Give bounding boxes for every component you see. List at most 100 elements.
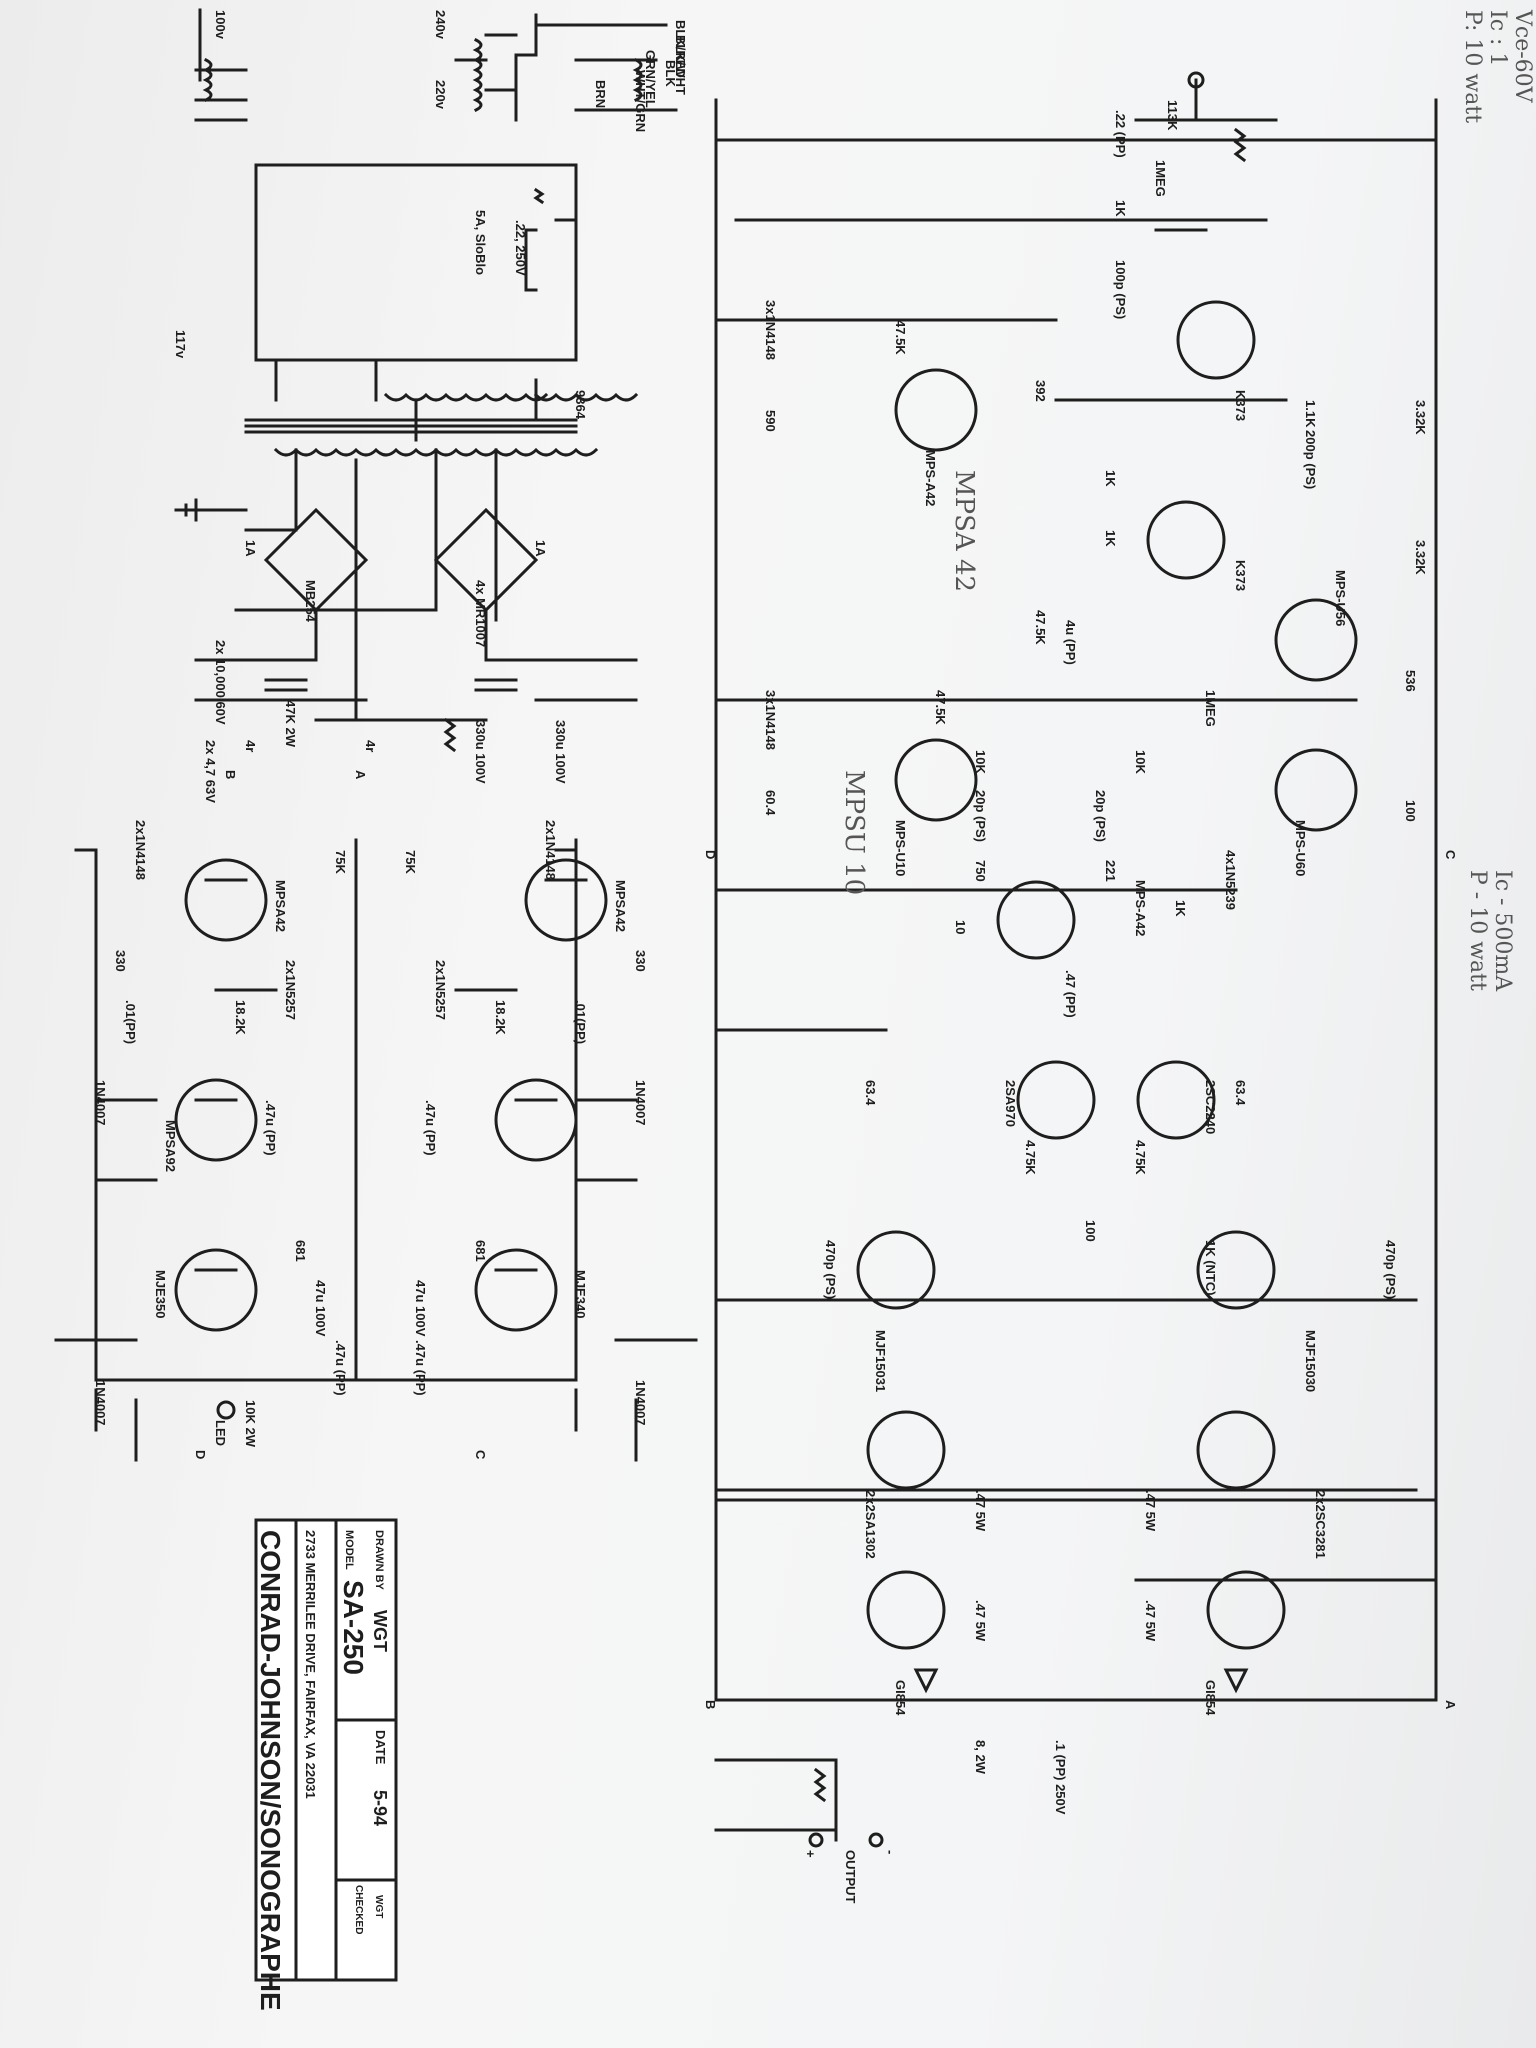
amplifier-labels: 113K .22 (PP) 1MEG 1K 100p (PS) 3x1N4148… <box>703 100 1458 1904</box>
reg-node-c-label: C <box>473 1450 488 1460</box>
title-block: CONRAD-JOHNSON/SONOGRAPHE 2733 MERRILEE … <box>254 1518 398 2011</box>
fuse-1a-right-label: 1A <box>533 540 548 557</box>
res-11k-label: 1.1K <box>1303 400 1318 428</box>
res-10-label: 10 <box>953 920 968 934</box>
cap-01-a-label: .01(PP) <box>123 1000 138 1044</box>
res-681-b-label: 681 <box>473 1240 488 1262</box>
cap-20p-b-label: 20p (PS) <box>1093 790 1108 842</box>
led-res-label: 10K 2W <box>243 1400 258 1448</box>
diode-1n4007-d-label: 1N4007 <box>633 1380 648 1426</box>
cap-100p-label: 100p (PS) <box>1113 260 1128 319</box>
schematic-landscape: 113K .22 (PP) 1MEG 1K 100p (PS) 3x1N4148… <box>54 8 1535 2011</box>
res-10k-a-label: 10K <box>973 750 988 774</box>
cap-4u-label: 4u (PP) <box>1063 620 1078 665</box>
fuse-1a-left-label: 1A <box>243 540 258 557</box>
cap-47-a-label: .47u (PP) <box>263 1100 278 1156</box>
res-1meg-b-label: 1MEG <box>1203 690 1218 727</box>
note-mpsu10: MPSU 10 <box>839 770 869 895</box>
diodes-3x-b-label: 3x1N4148 <box>763 690 778 750</box>
q-mpsa42-b-label: MPSA42 <box>613 880 628 932</box>
wire-color-5: WHT/GRN <box>633 70 648 132</box>
cap-330-b-label: 330u 100V <box>553 720 568 784</box>
regulator <box>54 838 698 1462</box>
res-750-label: 750 <box>973 860 988 882</box>
led-label: LED <box>213 1420 228 1446</box>
wire-color-1: BLK/RED <box>673 20 688 78</box>
bleeder-label: 47K 2W <box>283 700 298 748</box>
diodes-4x-label: 4x1N5239 <box>1223 850 1238 910</box>
inductor-4r-b-label: 4r <box>363 740 378 752</box>
node-a-label: A <box>1443 1700 1458 1710</box>
diode-1n4007-a-label: 1N4007 <box>93 1080 108 1126</box>
diode-1n4007-b-label: 1N4007 <box>633 1080 648 1126</box>
q-mjf15030-label: MJF15030 <box>1303 1330 1318 1392</box>
checked-value: WGT <box>373 1895 384 1918</box>
cap-01-b-label: .01(PP) <box>573 1000 588 1044</box>
volt-100-label: 100v <box>213 10 228 40</box>
res-182k-b-label: 18.2K <box>493 1000 508 1035</box>
power-supply-labels: 100v 240v 220v 117v BLK/RED BLK/WHT GRN/… <box>173 10 688 803</box>
note-ic-500: Ic - 500mA <box>1490 870 1515 992</box>
node-d-label: D <box>703 850 718 859</box>
drawn-by-label: DRAWN BY <box>373 1530 385 1591</box>
bridge-right-label: 4x MR1007 <box>473 580 488 647</box>
ntc-label: 1K (NTC) <box>1203 1240 1218 1296</box>
diode-gi854-b-label: GI854 <box>1203 1680 1218 1716</box>
drawn-by-value: WGT <box>370 1610 390 1652</box>
reg-node-d-label: D <box>193 1450 208 1459</box>
cap-47pp-label: .47 (PP) <box>1063 970 1078 1018</box>
q-2sc2240-label: 2SC2240 <box>1203 1080 1218 1134</box>
res-1k-b-label: 1K <box>1103 530 1118 547</box>
res-332k-a-label: 3.32K <box>1413 400 1428 435</box>
res-330-a-label: 330 <box>113 950 128 972</box>
res-475k-a-label: 47.5K <box>893 320 908 355</box>
output-minus-label: - <box>883 1850 898 1854</box>
date-label: DATE <box>373 1730 388 1765</box>
zener-b-label: 2x1N5257 <box>433 960 448 1020</box>
res-182k-a-label: 18.2K <box>233 1000 248 1035</box>
checked-label: CHECKED <box>353 1885 364 1934</box>
diodes-2x-left-label: 2x1N4148 <box>133 820 148 880</box>
res-100-mid-label: 100 <box>1083 1220 1098 1242</box>
q-mpsa92-label: MPSA92 <box>163 1120 178 1172</box>
q-mje350-label: MJE350 <box>153 1270 168 1318</box>
company-address: 2733 MERRILEE DRIVE, FAIRFAX, VA 22031 <box>303 1530 318 1799</box>
cap-47pp-a-label: .47u (PP) <box>333 1340 348 1396</box>
handwritten-notes: Vce-60V Ic : 1 P: 10 watt Ic - 500mA P -… <box>839 9 1535 992</box>
cap-470p-b-label: 470p (PS) <box>1383 1240 1398 1299</box>
res-75k-a-label: 75K <box>333 850 348 874</box>
ps-node-b-label: B <box>223 770 238 779</box>
diode-1n4007-c-label: 1N4007 <box>93 1380 108 1426</box>
trim-1k-b-label: 1K <box>1173 900 1188 917</box>
res-47-5w-a-label: .47 5W <box>973 1490 988 1532</box>
res-47-5w-d-label: .47 5W <box>1143 1600 1158 1642</box>
diodes-2x-right-label: 2x1N4148 <box>543 820 558 880</box>
output-label: OUTPUT <box>843 1850 858 1904</box>
volt-240-label: 240v <box>433 10 448 40</box>
res-681-a-label: 681 <box>293 1240 308 1262</box>
res-330-b-label: 330 <box>633 950 648 972</box>
q-2sa970-label: 2SA970 <box>1003 1080 1018 1127</box>
volt-117-label: 117v <box>173 330 188 359</box>
cap-47-b-label: .47u (PP) <box>423 1100 438 1156</box>
res-113k-label: 113K <box>1165 100 1180 131</box>
q-mps-a42-b-label: MPS-A42 <box>1133 880 1148 936</box>
res-47-5w-b-label: .47 5W <box>1143 1490 1158 1532</box>
regulator-labels: 2x1N4148 2x1N4148 75K 75K MPSA42 MPSA42 … <box>93 820 648 1460</box>
zobel-res-label: 8, 2W <box>973 1740 988 1775</box>
cap-47pp-b-label: .47u (PP) <box>413 1340 428 1396</box>
res-536-label: 536 <box>1403 670 1418 692</box>
res-75k-b-label: 75K <box>403 850 418 874</box>
res-100-out-label: 100 <box>1403 800 1418 822</box>
wire-color-2: BLK/WHT <box>673 35 688 95</box>
res-475k-b-label: 47.5K <box>1033 610 1048 645</box>
model-number: SA-250 <box>338 1580 369 1675</box>
fuse-label: 5A, SloBlo <box>473 210 488 275</box>
node-c-label: C <box>1443 850 1458 860</box>
q-mpsa42-a-label: MPSA42 <box>273 880 288 932</box>
cap-47u-b-label: 47u 100V <box>413 1280 428 1337</box>
q-mje340-label: MJE340 <box>573 1270 588 1318</box>
q-2sa1302-label: 2x2SA1302 <box>863 1490 878 1559</box>
wire-color-6: BRN <box>593 80 608 108</box>
bridge-left-label: MB254 <box>303 580 318 623</box>
